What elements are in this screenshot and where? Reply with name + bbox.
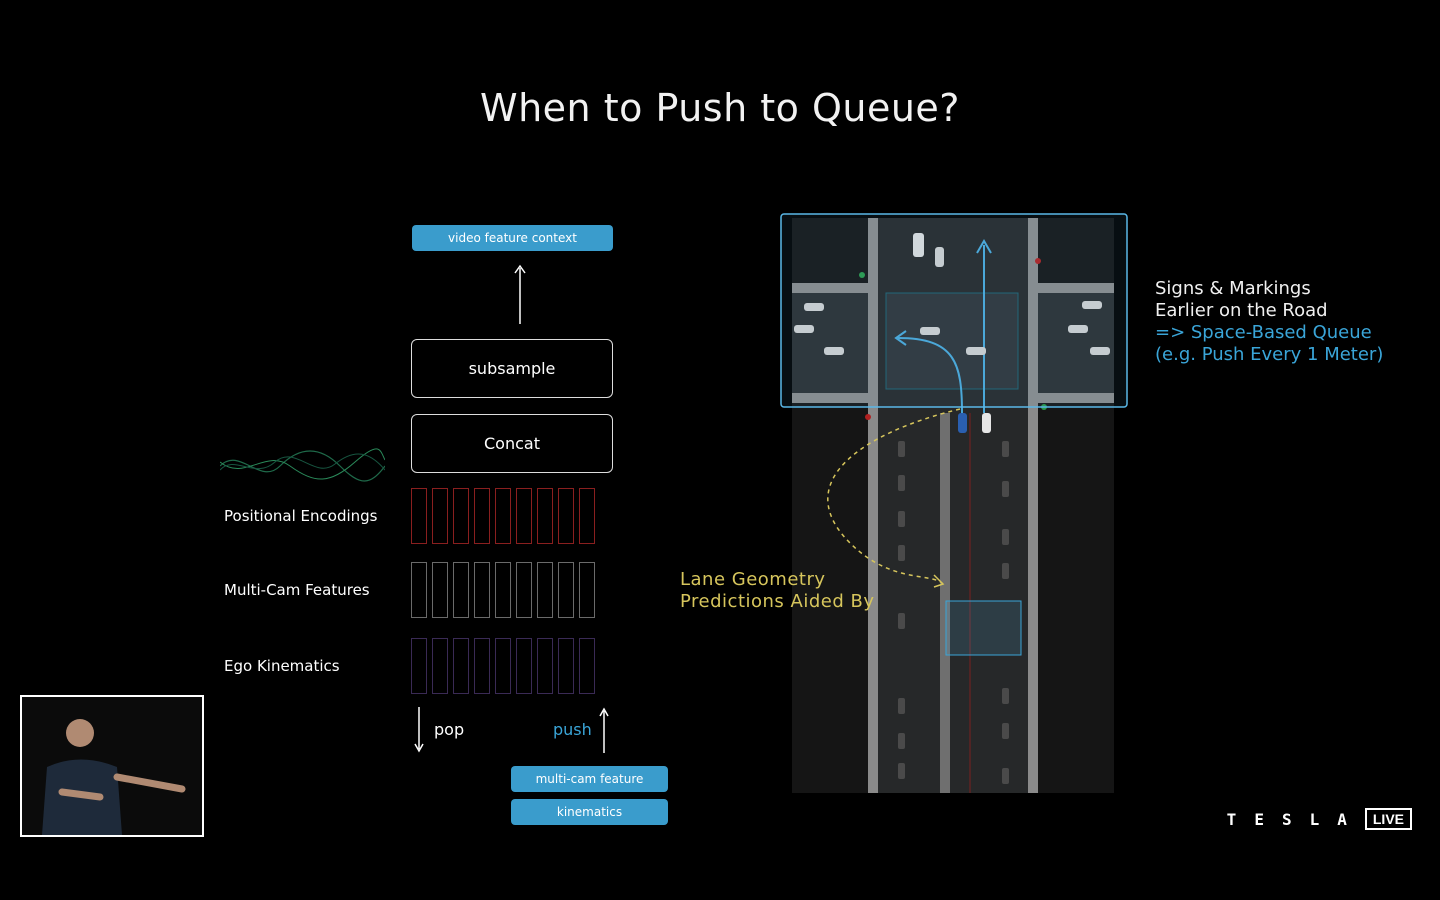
video-feature-context-pill: video feature context <box>412 225 613 251</box>
concat-box: Concat <box>411 414 613 473</box>
ego-cells <box>411 638 595 694</box>
queue-cell <box>516 562 532 618</box>
intersection-map <box>780 213 1128 793</box>
row-label-positional: Positional Encodings <box>224 507 378 525</box>
queue-cell <box>537 488 553 544</box>
positional-wave-graphic <box>220 448 385 482</box>
signs-markings-note: Signs & Markings Earlier on the Road => … <box>1155 278 1383 366</box>
multicam-cells <box>411 562 595 618</box>
queue-cell <box>558 562 574 618</box>
brand-letter-s: S <box>1281 809 1292 829</box>
queue-cell <box>495 562 511 618</box>
queue-cell <box>474 562 490 618</box>
brand-letter-a: A <box>1337 809 1347 829</box>
queue-cell <box>453 562 469 618</box>
side-note-line-4: (e.g. Push Every 1 Meter) <box>1155 344 1384 365</box>
queue-cell <box>495 488 511 544</box>
queue-cell <box>579 488 595 544</box>
brand-letter-e: E <box>1254 809 1264 829</box>
queue-cell <box>432 638 448 694</box>
brand-letter-l: L <box>1309 809 1320 829</box>
queue-cell <box>579 638 595 694</box>
live-badge: LIVE <box>1364 808 1412 830</box>
queue-cell <box>411 562 427 618</box>
positional-cells <box>411 488 595 544</box>
presenter-video <box>20 695 204 837</box>
queue-cell <box>474 488 490 544</box>
side-note-line-2: Earlier on the Road <box>1155 300 1328 321</box>
queue-cell <box>579 562 595 618</box>
queue-cell <box>558 638 574 694</box>
kinematics-pill: kinematics <box>511 799 668 825</box>
queue-cell <box>537 562 553 618</box>
queue-cell <box>495 638 511 694</box>
queue-cell <box>474 638 490 694</box>
lane-note-line-1: Lane Geometry <box>680 569 826 590</box>
queue-cell <box>411 488 427 544</box>
push-arrow-icon <box>599 707 609 753</box>
brand-letter-t: T <box>1226 809 1237 829</box>
queue-cell <box>516 638 532 694</box>
subsample-box: subsample <box>411 339 613 398</box>
queue-cell <box>537 638 553 694</box>
queue-cell <box>558 488 574 544</box>
multicam-feature-pill: multi-cam feature <box>511 766 668 792</box>
row-label-ego: Ego Kinematics <box>224 657 340 675</box>
pop-label: pop <box>434 720 465 739</box>
queue-cell <box>453 638 469 694</box>
queue-cell <box>432 562 448 618</box>
slide-title: When to Push to Queue? <box>480 86 960 130</box>
queue-cell <box>432 488 448 544</box>
pop-arrow-icon <box>414 707 424 753</box>
queue-cell <box>453 488 469 544</box>
row-label-multicam: Multi-Cam Features <box>224 581 370 599</box>
lane-geometry-note: Lane Geometry Predictions Aided By <box>680 569 874 613</box>
queue-cell <box>516 488 532 544</box>
lane-note-line-2: Predictions Aided By <box>680 591 875 612</box>
queue-cell <box>411 638 427 694</box>
tesla-live-logo: T E S L A LIVE <box>1227 808 1412 830</box>
side-note-line-3: => Space-Based Queue <box>1155 322 1372 343</box>
up-arrow-icon <box>514 264 526 324</box>
side-note-line-1: Signs & Markings <box>1155 278 1311 299</box>
push-label: push <box>553 720 592 739</box>
